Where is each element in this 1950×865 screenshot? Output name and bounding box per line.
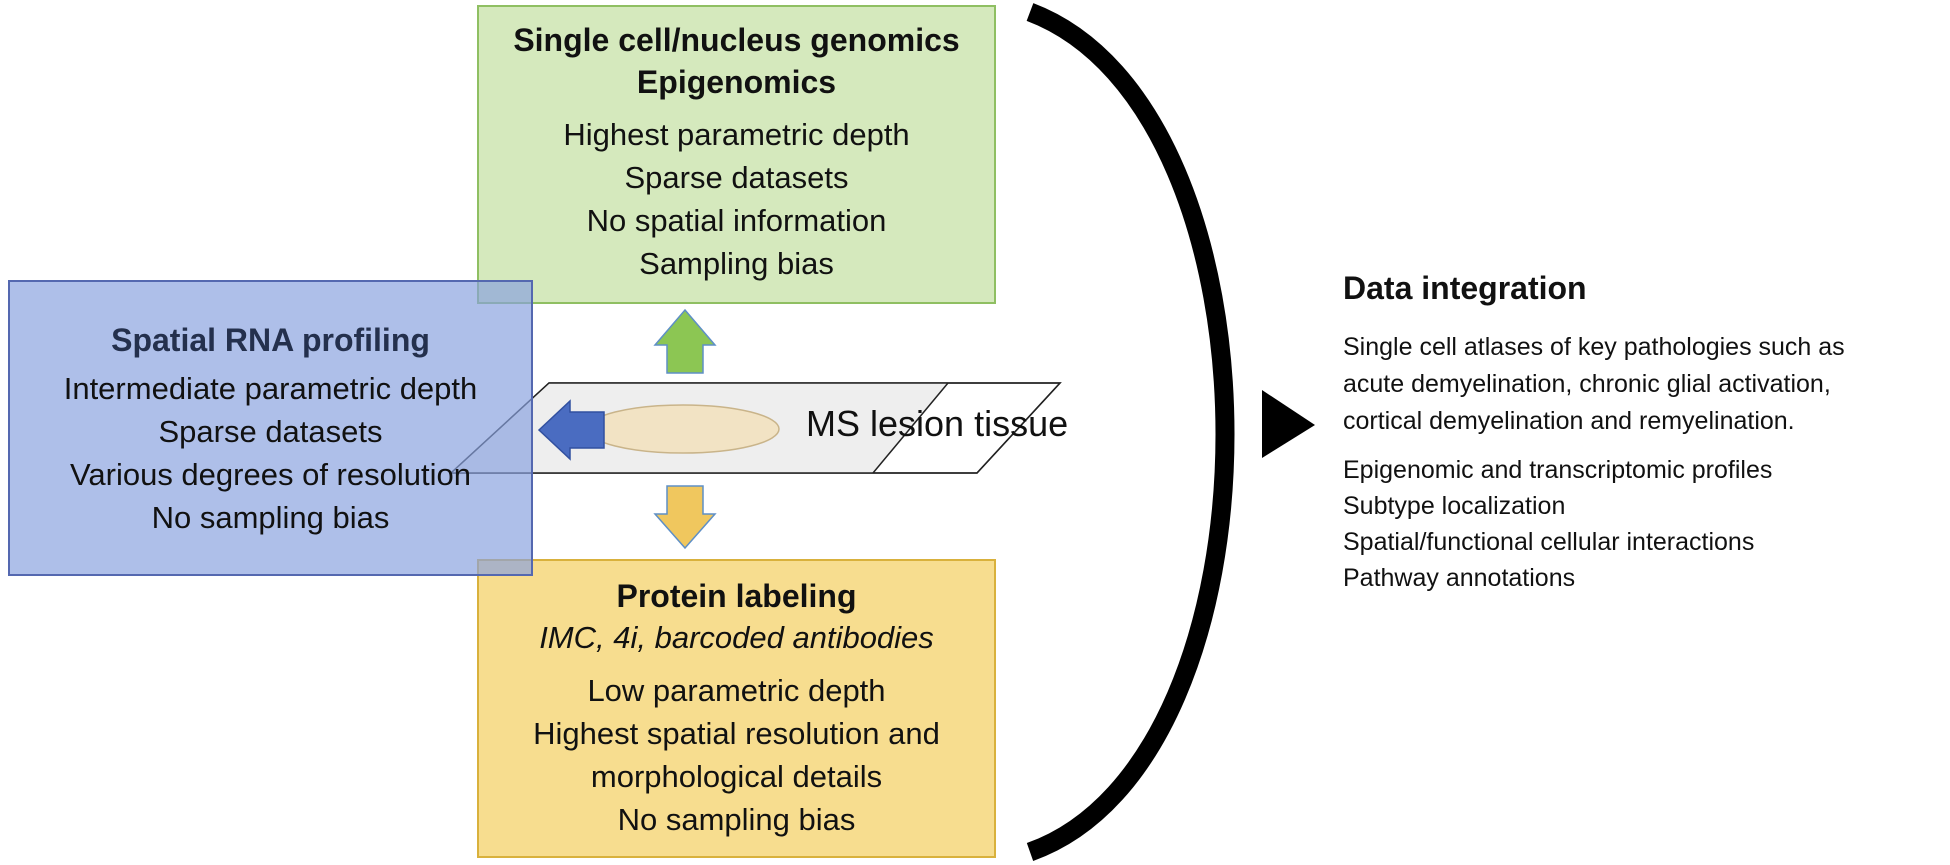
spatial-line: No sampling bias [151,500,390,535]
protein-labeling-box: Protein labeling IMC, 4i, barcoded antib… [477,559,996,858]
epigenomics-title: Epigenomics [636,64,837,100]
integration-item: Pathway annotations [1343,564,1576,592]
spatial-line: Sparse datasets [158,414,383,449]
genomics-line: Sampling bias [639,246,834,281]
protein-line: Low parametric depth [587,673,886,708]
ms-lesion-tissue-label: MS lesion tissue [806,403,1069,444]
protein-title: Protein labeling [616,578,857,614]
lesion-tissue-ellipse [586,404,780,454]
genomics-box: Single cell/nucleus genomics Epigenomics… [477,5,996,304]
arrow-up-icon [653,308,717,374]
integration-item: Epigenomic and transcriptomic profiles [1343,456,1773,484]
genomics-line: Sparse datasets [624,160,849,195]
data-integration-panel: Data integration Single cell atlases of … [1343,265,1943,596]
integration-item: Subtype localization [1343,492,1566,520]
integration-paragraph-line: cortical demyelination and remyelination… [1343,407,1795,435]
spatial-title: Spatial RNA profiling [111,322,430,358]
protein-line: Highest spatial resolution and [533,716,940,751]
protein-line: No sampling bias [617,802,856,837]
arrow-down-icon [653,485,717,550]
bracket-arrow-icon [1262,390,1315,458]
integration-paragraph-line: Single cell atlases of key pathologies s… [1343,333,1845,361]
genomics-line: Highest parametric depth [563,117,910,152]
integration-paragraph-line: acute demyelination, chronic glial activ… [1343,370,1831,398]
integration-item: Spatial/functional cellular interactions [1343,528,1755,556]
arrow-left-icon [537,399,605,461]
protein-line: morphological details [590,759,883,794]
protein-subtitle: IMC, 4i, barcoded antibodies [539,620,934,655]
data-integration-heading: Data integration [1343,270,1587,306]
spatial-line: Intermediate parametric depth [63,371,478,406]
spatial-line: Various degrees of resolution [70,457,471,492]
spatial-rna-box: Spatial RNA profiling Intermediate param… [8,280,533,576]
genomics-line: No spatial information [586,203,887,238]
slide-divider [872,382,949,474]
integration-bracket [1026,3,1235,861]
genomics-title: Single cell/nucleus genomics [513,22,960,58]
